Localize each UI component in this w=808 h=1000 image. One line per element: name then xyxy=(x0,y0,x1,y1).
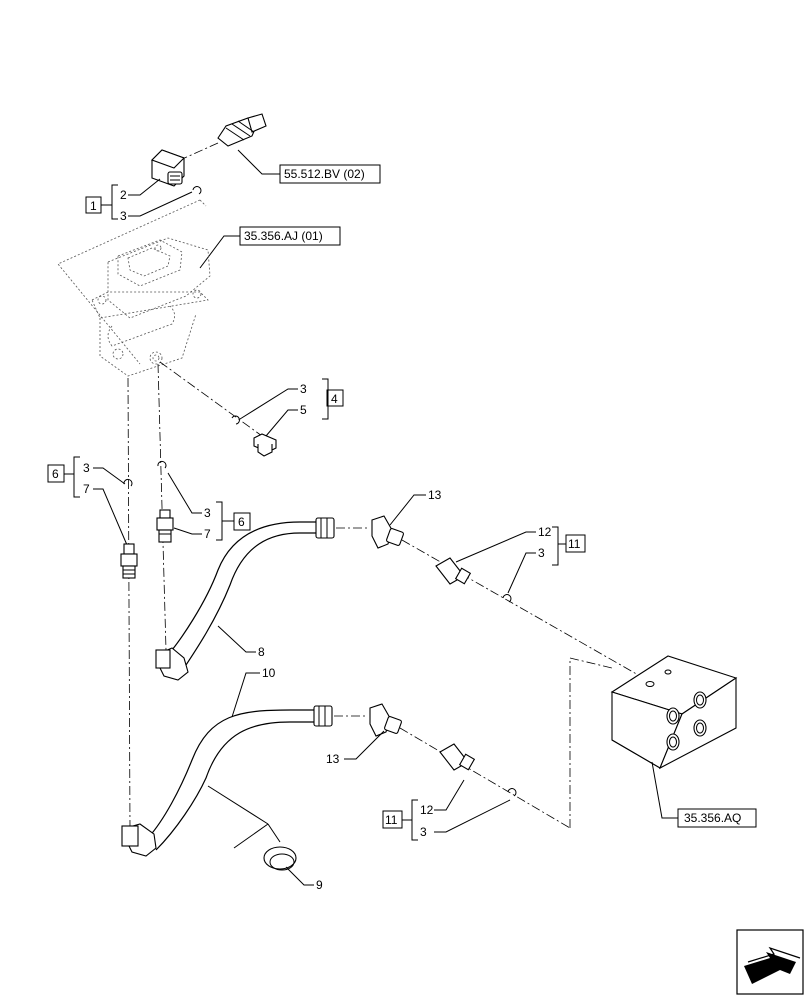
label-5: 5 xyxy=(300,403,307,417)
leader-line xyxy=(651,761,678,819)
o-ring xyxy=(231,415,240,425)
label-3: 3 xyxy=(300,382,307,396)
leader-line xyxy=(93,467,126,485)
label-3: 3 xyxy=(204,506,211,520)
section-line xyxy=(207,785,269,825)
leader-line xyxy=(239,388,298,420)
leader-line xyxy=(507,552,536,594)
fitting-left xyxy=(120,543,138,579)
centerline-left xyxy=(127,377,131,831)
section-line xyxy=(233,823,269,849)
leader-line xyxy=(237,149,280,175)
box-6-label: 6 xyxy=(52,467,59,481)
ref-55512-label: 55.512.BV (02) xyxy=(284,167,365,181)
leader-line xyxy=(167,472,202,514)
leader-line xyxy=(231,672,260,718)
leader-line xyxy=(93,488,128,546)
label-3: 3 xyxy=(83,461,90,475)
label-13: 13 xyxy=(326,752,340,766)
o-ring xyxy=(123,478,133,487)
box-4 xyxy=(326,389,344,407)
adapter-lower xyxy=(439,743,476,771)
valve-body xyxy=(91,237,211,377)
leader-line xyxy=(344,730,385,760)
box-11-label: 11 xyxy=(568,537,581,551)
label-3: 3 xyxy=(538,546,545,560)
label-2: 2 xyxy=(120,188,127,202)
o-ring xyxy=(507,788,517,797)
label-3: 3 xyxy=(420,825,427,839)
leader-line xyxy=(434,779,465,811)
hose-upper xyxy=(155,517,335,681)
fitting-right xyxy=(156,509,174,543)
o-ring xyxy=(502,594,512,603)
box-11-label: 11 xyxy=(385,813,398,827)
elbow-fitting-lower xyxy=(369,703,402,737)
bracket xyxy=(411,799,418,841)
leader-line xyxy=(455,531,536,563)
centerline xyxy=(401,539,641,677)
bracket xyxy=(552,526,559,566)
o-ring xyxy=(192,186,202,195)
leader-line xyxy=(389,494,426,526)
bracket xyxy=(73,456,80,498)
label-9: 9 xyxy=(316,878,323,892)
label-3: 3 xyxy=(120,209,127,223)
plane-outline xyxy=(57,199,201,365)
ref-35356aj-label: 35.356.AJ (01) xyxy=(244,229,323,243)
bracket xyxy=(216,501,223,541)
leader-line xyxy=(179,142,219,161)
hose-lower xyxy=(121,705,333,857)
leader-line xyxy=(128,178,161,196)
leader-line xyxy=(285,866,314,886)
bracket xyxy=(111,184,118,220)
label-10: 10 xyxy=(262,666,276,680)
label-8: 8 xyxy=(258,645,265,659)
centerline xyxy=(399,727,571,829)
label-12: 12 xyxy=(538,525,552,539)
centerline-right xyxy=(157,363,167,651)
label-7: 7 xyxy=(83,482,90,496)
plug xyxy=(253,433,277,457)
box-6-label: 6 xyxy=(238,515,245,529)
connector-part xyxy=(151,149,185,187)
box-4-label: 4 xyxy=(331,392,338,406)
manifold-block xyxy=(610,655,738,770)
pressure-switch xyxy=(217,113,267,147)
leader-line xyxy=(128,191,193,217)
ref-35356aq-label: 35.356.AQ xyxy=(684,811,741,825)
leader-line xyxy=(434,799,511,833)
centerline-plug xyxy=(159,361,263,437)
bracket xyxy=(322,378,329,420)
leader-line xyxy=(217,625,256,653)
leader-line xyxy=(265,409,298,437)
centerline xyxy=(569,657,613,828)
label-13: 13 xyxy=(428,488,442,502)
adapter-upper xyxy=(435,557,472,585)
leader-line xyxy=(199,235,240,269)
label-12: 12 xyxy=(420,803,434,817)
leader-line xyxy=(173,527,202,535)
elbow-fitting-upper xyxy=(371,515,404,549)
ring-part xyxy=(263,846,297,871)
label-7: 7 xyxy=(204,527,211,541)
o-ring xyxy=(157,460,167,469)
arrow-icon[interactable] xyxy=(736,929,804,995)
box-1-label: 1 xyxy=(90,199,97,213)
